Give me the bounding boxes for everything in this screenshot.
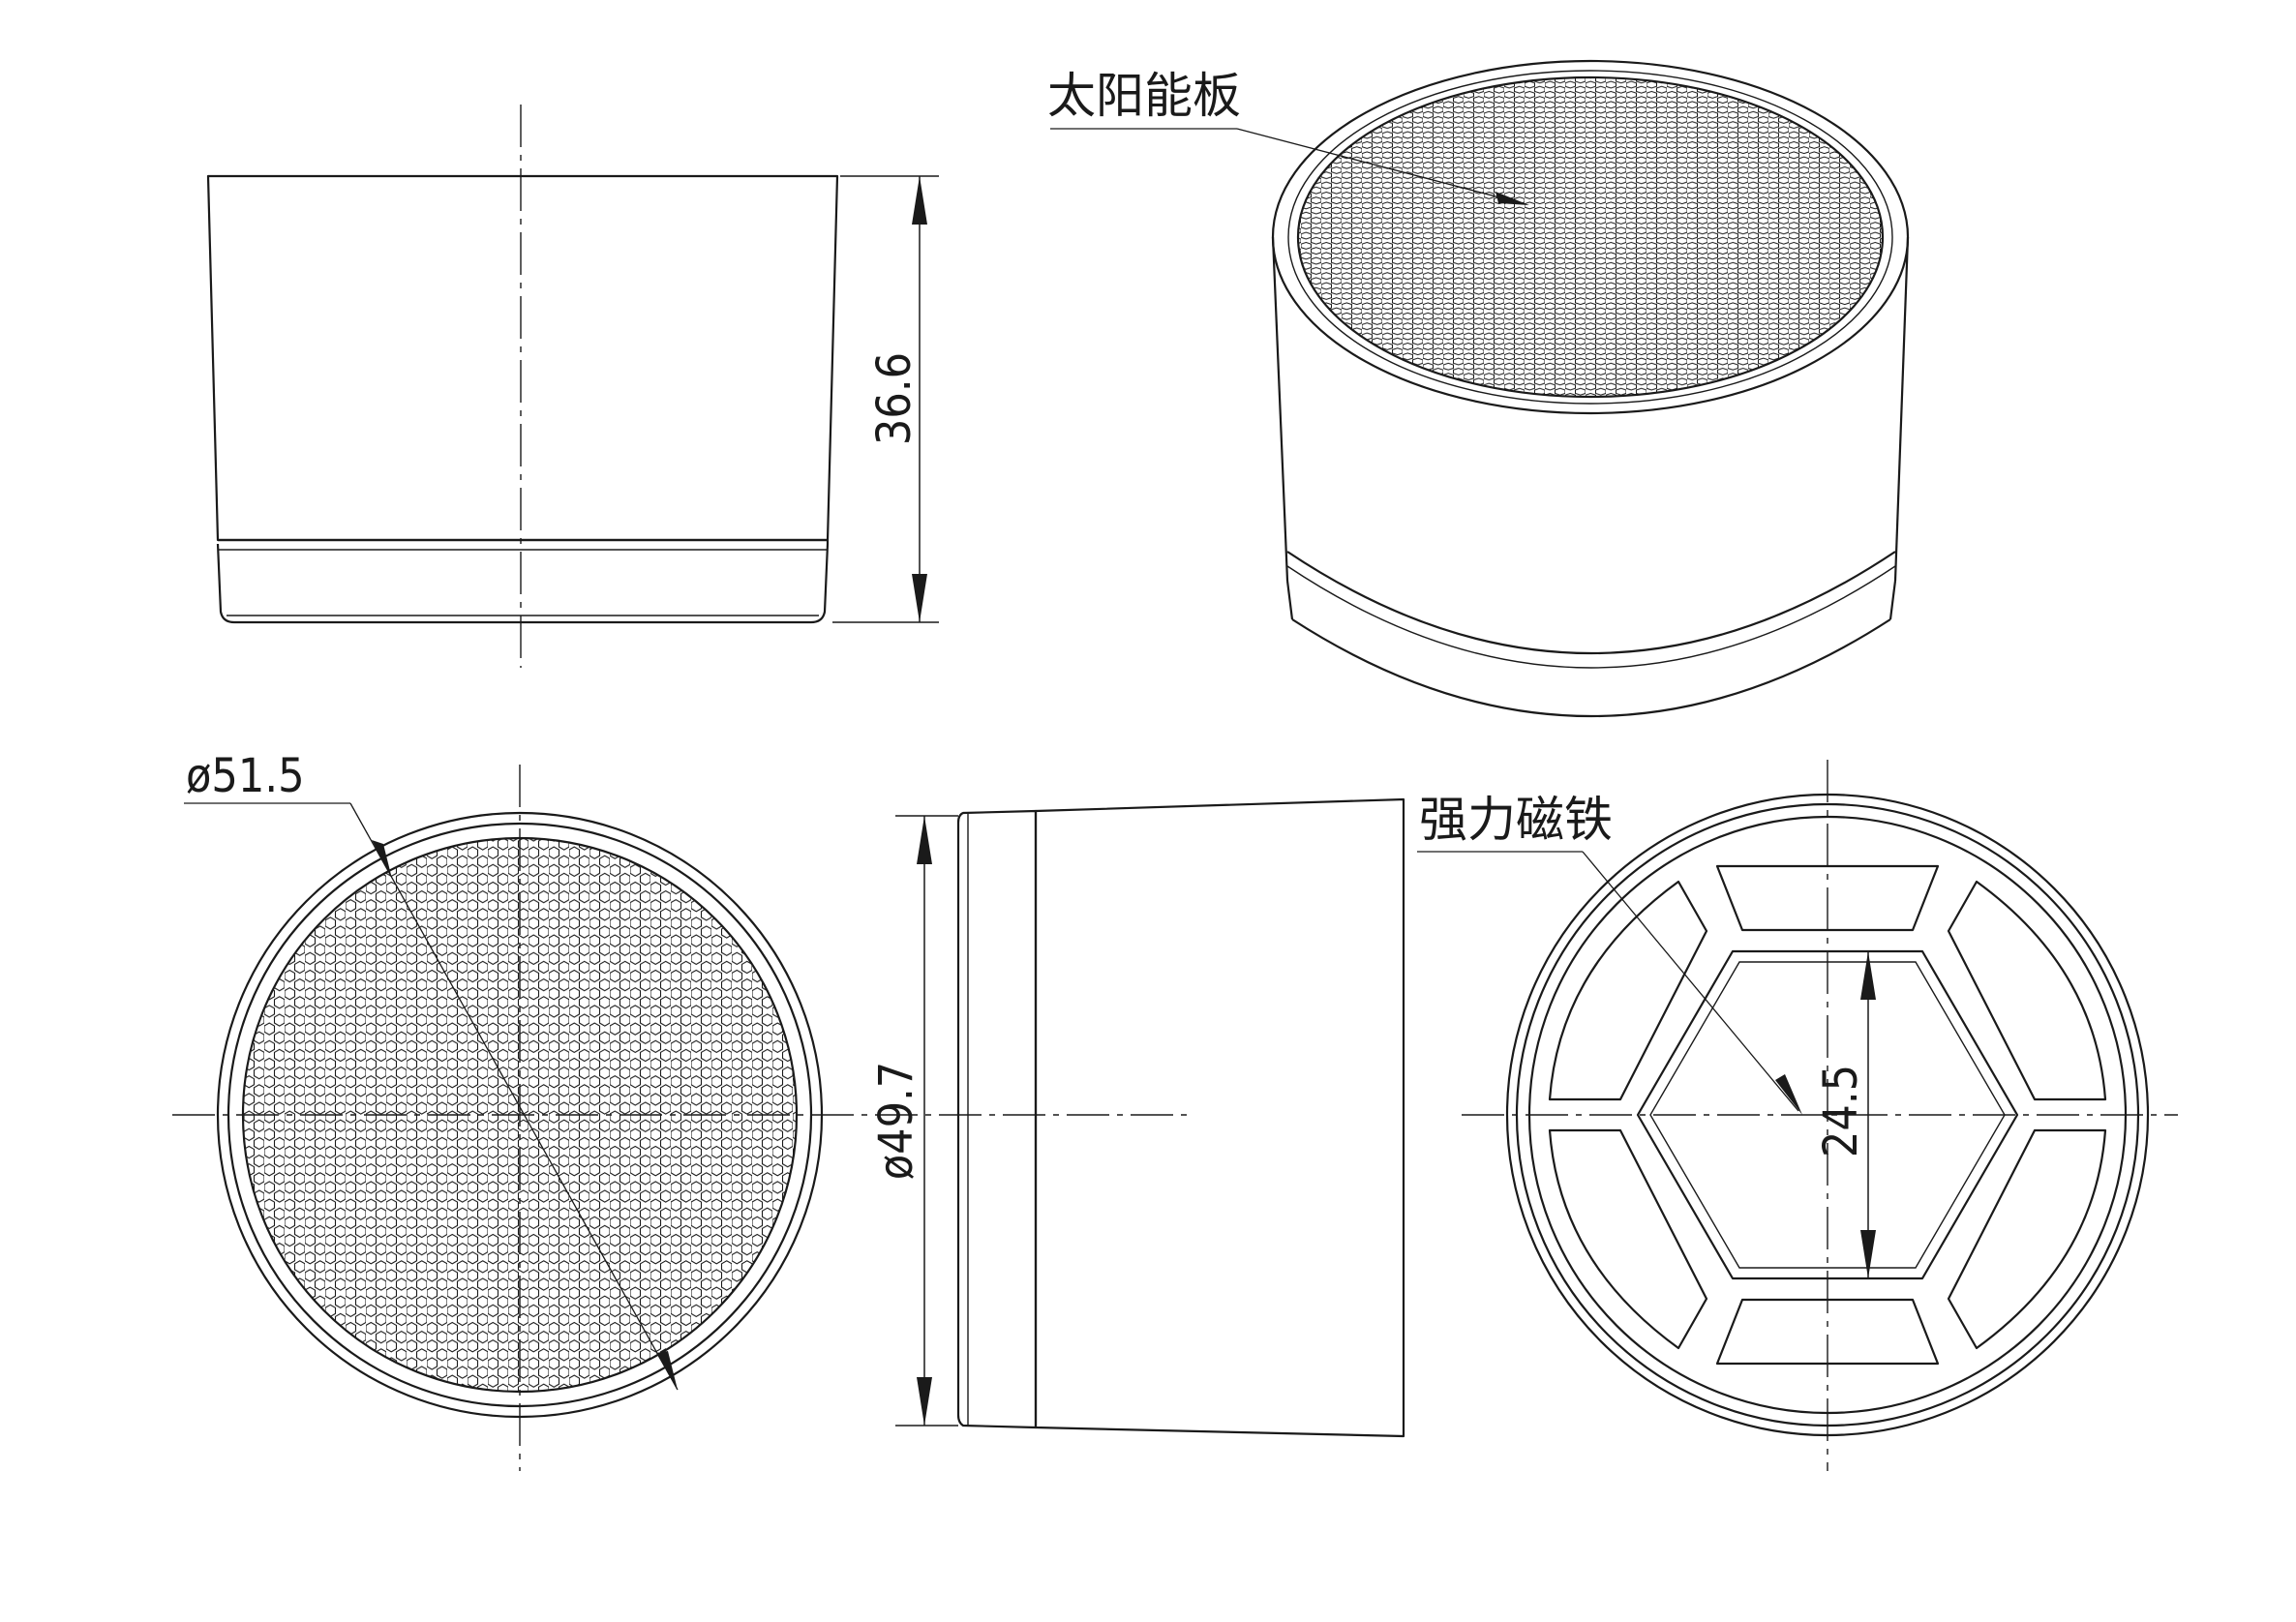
segment-top-right [1947,880,2107,1101]
solar-panel-leader [1236,128,1523,204]
iso-solar-panel [1298,77,1883,397]
front-view-body-outline [1034,797,1405,1438]
segment-bottom-right [1947,1128,2107,1350]
top-diameter-arrow-lower [656,1351,678,1390]
magnet-leader [1582,851,1799,1112]
height-arrow-bottom [912,574,927,622]
front-elevation-view: ø49.7 [869,797,1405,1438]
iso-ring-top-edge [1286,551,1896,654]
iso-solar-panel-edge [1296,75,1885,399]
iso-base-right [1888,580,1897,620]
iso-top-inner-rim [1287,70,1893,405]
top-diameter-arrow-upper [372,840,392,879]
iso-top-outer-rim [1271,59,1910,415]
bottom-diameter-label: ø49.7 [869,1062,923,1181]
isometric-view: 太阳能板 [1047,59,1910,717]
magnet-hex-outer [1636,949,2019,1280]
bottom-diameter-arrow-bottom [917,1377,932,1426]
hex-arrow-bottom [1860,1230,1876,1278]
top-diameter-leader [349,802,679,1391]
iso-right-side [1893,236,1910,582]
solar-panel-label: 太阳能板 [1047,68,1241,124]
hex-dimension-label: 24.5 [1814,1065,1868,1157]
bottom-diameter-arrow-top [917,816,932,864]
hex-arrow-top [1860,951,1876,1000]
iso-solar-cells [1298,77,1883,397]
bottom-view: 24.5 强力磁铁 [1417,760,2178,1471]
iso-ring-groove [1286,565,1896,669]
side-view-body-outline [206,174,839,542]
height-dimension-label: 36.6 [867,352,921,445]
side-view-base-ring [216,538,830,624]
segment-top [1715,864,1940,932]
magnet-leader-arrow [1775,1074,1802,1115]
iso-left-side [1271,236,1289,582]
front-view-base-ring [956,809,1038,1429]
iso-bottom-edge [1291,618,1891,717]
top-diameter-label: ø51.5 [186,749,305,803]
strong-magnet-label: 强力磁铁 [1419,792,1613,848]
segment-bottom [1715,1298,1940,1366]
segment-bottom-left [1548,1128,1708,1350]
side-elevation-view: 36.6 [206,105,939,668]
solar-panel-leader-arrow [1495,192,1529,205]
iso-base-left [1285,580,1294,620]
top-plan-view: ø51.5 [172,749,1191,1471]
segment-top-left [1548,880,1708,1101]
height-arrow-top [912,176,927,225]
